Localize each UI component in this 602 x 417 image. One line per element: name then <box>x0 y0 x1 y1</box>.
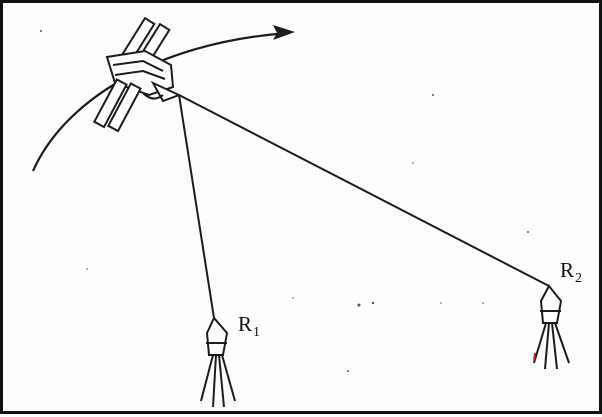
orbit-arrow-icon <box>273 25 295 40</box>
receiver-antenna-icon <box>200 316 236 408</box>
signal-line-r2 <box>178 94 550 287</box>
receiver-label-r2: R2 <box>560 258 583 286</box>
satellite-diagram <box>31 16 570 408</box>
receiver-antenna-icon <box>533 284 570 370</box>
receiver-label-r1: R1 <box>238 312 261 340</box>
satellite-icon <box>92 16 182 133</box>
scan-specks <box>40 30 529 372</box>
signal-line-r1 <box>178 94 215 319</box>
